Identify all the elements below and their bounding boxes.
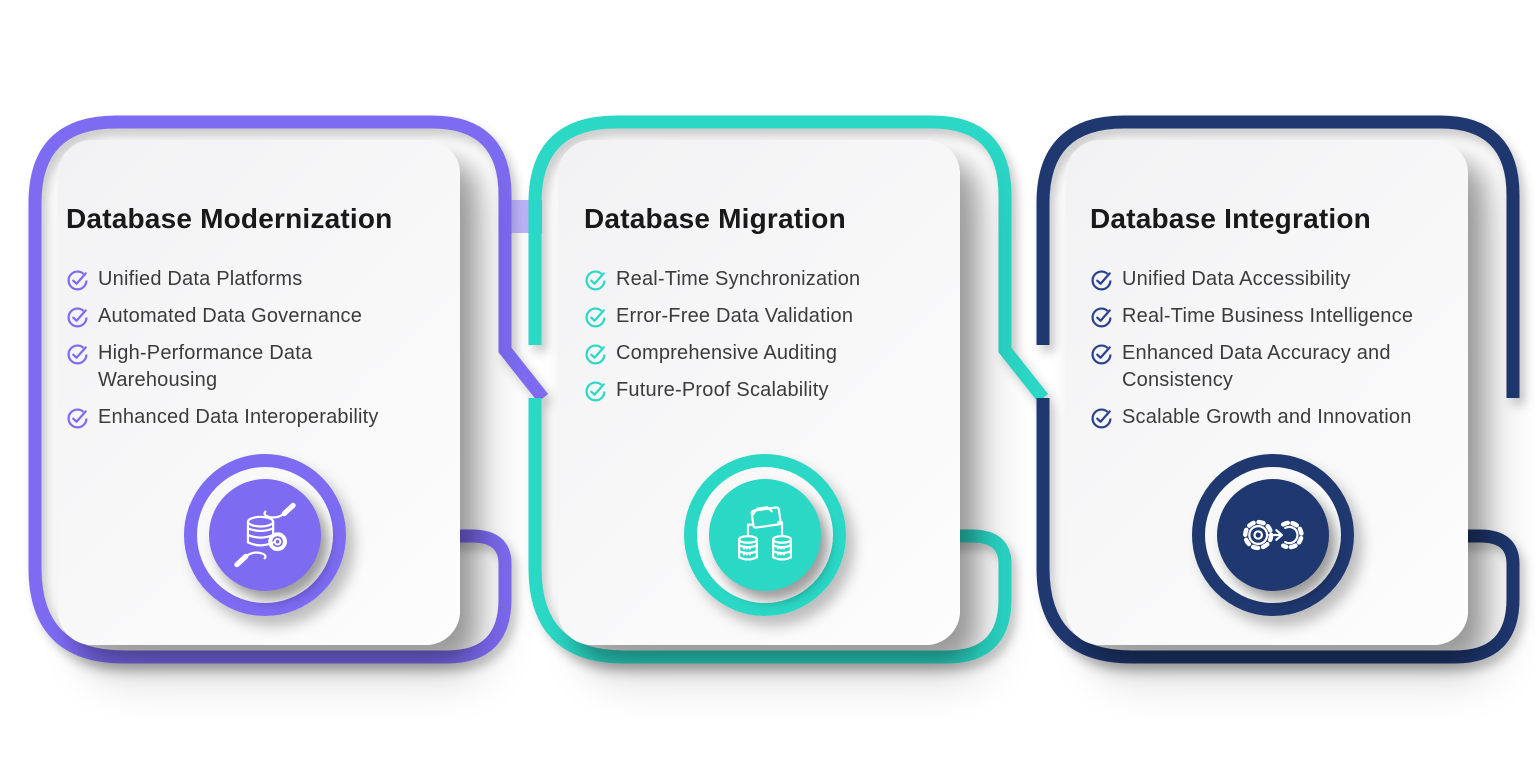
card-database-migration: Database Migration Real-Time Synchroniza… <box>520 100 1060 700</box>
list-item-label: Enhanced Data Accuracy and Consistency <box>1122 342 1391 391</box>
icon-badge <box>1192 454 1354 616</box>
check-circle-icon <box>585 344 606 365</box>
check-circle-icon <box>1091 344 1112 365</box>
list-item: Error-Free Data Validation <box>584 303 942 330</box>
check-circle-icon <box>585 307 606 328</box>
gears-integration-arrow-icon <box>1243 519 1304 551</box>
check-circle-icon <box>67 270 88 291</box>
feature-list: Real-Time Synchronization Error-Free Dat… <box>584 266 942 404</box>
list-item: Automated Data Governance <box>66 303 424 330</box>
list-item: Enhanced Data Accuracy and Consistency <box>1090 340 1448 394</box>
list-item-label: Automated Data Governance <box>98 305 363 327</box>
list-item-label: Unified Data Accessibility <box>1122 268 1351 290</box>
icon-disc <box>209 479 321 591</box>
check-circle-icon <box>67 307 88 328</box>
icon-badge <box>684 454 846 616</box>
list-item-label: Real-Time Business Intelligence <box>1122 305 1414 327</box>
card-outline-border <box>528 115 1049 664</box>
database-folder-transfer-icon <box>737 506 793 561</box>
check-circle-icon <box>67 408 88 429</box>
icon-disc <box>709 479 821 591</box>
list-item-label: Enhanced Data Interoperability <box>98 406 379 428</box>
card-database-integration: Database Integration Unified Data Access… <box>1028 100 1536 700</box>
list-item-label: Future-Proof Scalability <box>616 379 829 401</box>
list-item: High-Performance Data Warehousing <box>66 340 424 394</box>
card-database-modernization: Database Modernization Unified Data Plat… <box>20 100 560 700</box>
check-circle-icon <box>1091 408 1112 429</box>
card-title: Database Modernization <box>66 203 393 234</box>
card-outline-border <box>28 115 549 664</box>
check-circle-icon <box>67 344 88 365</box>
list-item: Unified Data Platforms <box>66 266 424 293</box>
list-item-label: Real-Time Synchronization <box>616 268 861 290</box>
list-item: Comprehensive Auditing <box>584 340 942 367</box>
feature-list: Unified Data Platforms Automated Data Go… <box>66 266 424 431</box>
feature-list: Unified Data Accessibility Real-Time Bus… <box>1090 266 1448 431</box>
list-item: Real-Time Synchronization <box>584 266 942 293</box>
card-outline-border <box>1036 115 1520 664</box>
card-title: Database Integration <box>1090 203 1371 234</box>
list-item-label: Unified Data Platforms <box>98 268 303 290</box>
check-circle-icon <box>1091 270 1112 291</box>
list-item-label: Scalable Growth and Innovation <box>1122 406 1412 428</box>
icon-badge <box>184 454 346 616</box>
list-item: Unified Data Accessibility <box>1090 266 1448 293</box>
list-item: Real-Time Business Intelligence <box>1090 303 1448 330</box>
hands-holding-database-gear-icon <box>234 502 296 568</box>
list-item-label: Error-Free Data Validation <box>616 305 854 327</box>
list-item: Enhanced Data Interoperability <box>66 404 424 431</box>
icon-disc <box>1217 479 1329 591</box>
check-circle-icon <box>585 381 606 402</box>
card-title: Database Migration <box>584 203 846 234</box>
list-item-label: Comprehensive Auditing <box>616 342 838 364</box>
list-item: Scalable Growth and Innovation <box>1090 404 1448 431</box>
check-circle-icon <box>1091 307 1112 328</box>
check-circle-icon <box>585 270 606 291</box>
list-item: Future-Proof Scalability <box>584 377 942 404</box>
list-item-label: High-Performance Data Warehousing <box>98 342 313 391</box>
